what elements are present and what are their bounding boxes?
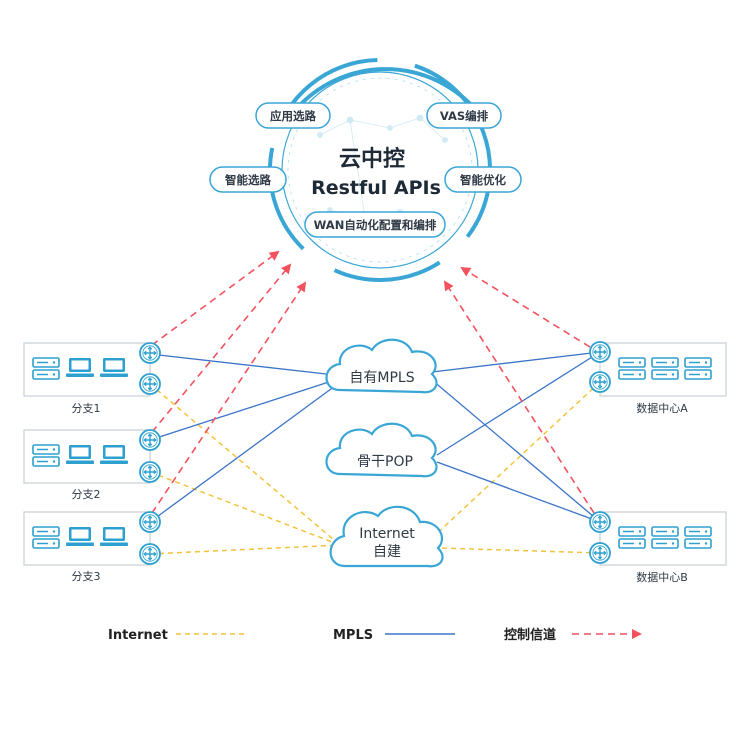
control-link-dca [460, 266, 591, 348]
datacenter-a: 数据中心A [589, 341, 727, 415]
branch-1-label: 分支1 [72, 402, 101, 415]
cloud-controller-hub: 云中控 Restful APIs 应用选路 VAS编排 智能选路 智能优化 WA… [209, 58, 522, 282]
branch-3-label: 分支3 [72, 570, 101, 583]
internet-link-branch1 [149, 383, 341, 546]
control-link-branch3 [151, 281, 307, 514]
mpls-link-dcb-mpls [431, 379, 601, 523]
cloud-pop-label: 骨干POP [357, 454, 413, 470]
cloud-pop: 骨干POP [325, 422, 438, 478]
internet-link-dcb [439, 547, 601, 554]
datacenter-b-label: 数据中心B [636, 570, 688, 584]
tag-app-routing-label: 应用选路 [270, 109, 316, 123]
internet-link-branch2 [149, 471, 341, 546]
legend-mpls: MPLS [333, 628, 455, 643]
internet-link-dca [431, 381, 601, 539]
tag-smart-optimize-label: 智能优化 [460, 173, 506, 187]
router-icon [589, 542, 611, 564]
tag-smart-routing: 智能选路 [209, 166, 287, 193]
tag-smart-routing-label: 智能选路 [225, 173, 271, 187]
branch-1: 分支1 [23, 342, 161, 415]
router-icon [139, 461, 161, 483]
mpls-link-branch1 [149, 353, 336, 376]
router-icon [139, 543, 161, 565]
router-icon [139, 373, 161, 395]
mpls-link-dca [431, 351, 601, 373]
control-channel-links [151, 250, 595, 514]
tag-vas-label: VAS编排 [440, 109, 489, 123]
router-icon [589, 341, 611, 363]
control-link-branch1 [151, 250, 280, 346]
router-icon [139, 429, 161, 451]
tag-wan-auto: WAN自动化配置和编排 [304, 211, 446, 238]
tag-smart-optimize: 智能优化 [444, 166, 522, 193]
cloud-icon [325, 338, 438, 394]
legend-internet: Internet [108, 628, 246, 643]
internet-link-branch3 [149, 544, 341, 555]
tag-vas: VAS编排 [426, 102, 502, 129]
control-link-dcb [443, 280, 595, 514]
legend-mpls-label: MPLS [333, 628, 373, 643]
laptop-icon [66, 445, 94, 464]
laptop-icon [66, 358, 94, 377]
router-icon [589, 511, 611, 533]
hub-subtitle: Restful APIs [311, 177, 441, 199]
branch-2-label: 分支2 [72, 488, 101, 501]
legend: Internet MPLS 控制信道 [108, 627, 642, 643]
tag-app-routing: 应用选路 [255, 102, 331, 129]
pop-link-dcb [436, 461, 601, 523]
branch-2: 分支2 [23, 429, 161, 501]
laptop-icon [100, 445, 128, 464]
hub-outer-ring [268, 58, 492, 282]
router-icon [139, 511, 161, 533]
laptop-icon [100, 358, 128, 377]
tag-wan-auto-label: WAN自动化配置和编排 [314, 218, 437, 232]
internet-links [149, 381, 601, 555]
laptop-icon [100, 527, 128, 546]
hub-title: 云中控 [339, 146, 405, 172]
legend-control-label: 控制信道 [504, 627, 556, 643]
cloud-internet-label-line2: 自建 [373, 544, 401, 560]
cloud-internet-label-line1: Internet [359, 526, 415, 542]
datacenter-b: 数据中心B [589, 511, 727, 584]
mpls-link-branch3 [149, 385, 336, 523]
cloud-icon [329, 505, 444, 568]
mpls-links [149, 351, 601, 523]
laptop-icon [66, 527, 94, 546]
legend-control: 控制信道 [504, 627, 642, 643]
pop-link-dca [436, 351, 601, 456]
cloud-mpls-label: 自有MPLS [349, 370, 414, 386]
datacenter-a-label: 数据中心A [636, 401, 688, 415]
router-icon [139, 342, 161, 364]
router-icon [589, 371, 611, 393]
mpls-link-branch2 [149, 379, 336, 441]
cloud-mpls: 自有MPLS [325, 338, 438, 394]
legend-internet-label: Internet [108, 628, 168, 643]
cloud-icon [325, 422, 438, 478]
branch-3: 分支3 [23, 511, 161, 583]
control-link-branch2 [151, 263, 292, 433]
cloud-internet: Internet 自建 [329, 505, 444, 568]
